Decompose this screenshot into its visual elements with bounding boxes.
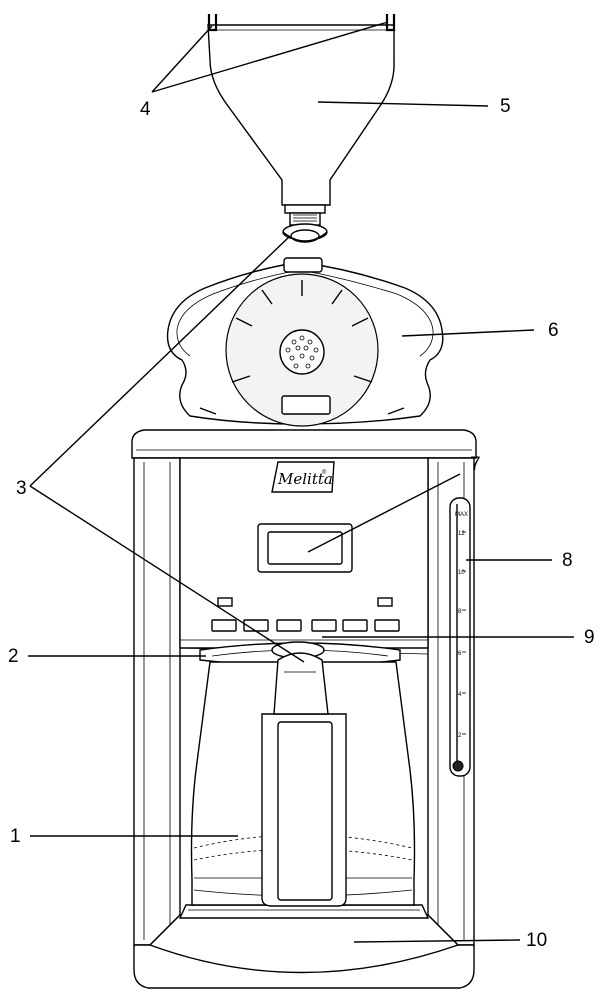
scale-10: 10	[458, 570, 465, 576]
callout-1: 1	[10, 826, 21, 847]
callout-leaders	[28, 21, 574, 943]
brand-logo-text: Melitta	[277, 470, 333, 488]
scale-12: 12	[458, 531, 465, 537]
leader-3b	[29, 485, 305, 663]
leader-4a	[151, 25, 213, 93]
callout-labels: 4 5 6 3 7 8 9 2 1 10	[8, 96, 595, 951]
indicator-light-left	[217, 597, 233, 607]
control-buttons	[211, 619, 400, 632]
callout-10: 10	[526, 930, 547, 951]
indicator-light-right	[377, 597, 393, 607]
leader-6	[401, 329, 535, 337]
coffee-maker-housing: Melitta ®	[131, 429, 477, 989]
callout-3: 3	[16, 478, 27, 499]
glass-carafe	[190, 641, 416, 907]
callout-9: 9	[584, 627, 595, 648]
scale-4: 4	[458, 692, 462, 698]
drip-stop-valve	[282, 223, 328, 243]
scale-2: 2	[458, 733, 462, 739]
scale-8: 8	[458, 609, 462, 615]
scale-6: 6	[458, 651, 462, 657]
callout-4: 4	[140, 99, 151, 120]
leader-3a	[29, 235, 291, 487]
callout-5: 5	[500, 96, 511, 117]
callout-7: 7	[470, 454, 481, 475]
swing-out-lid	[166, 257, 444, 427]
scale-max: MAX	[455, 512, 468, 518]
warming-plate	[178, 904, 430, 919]
leader-7	[307, 473, 461, 553]
leader-10	[353, 939, 521, 943]
callout-2: 2	[8, 646, 19, 667]
callout-6: 6	[548, 320, 559, 341]
brand-logo-mark: ®	[322, 469, 327, 476]
callout-8: 8	[562, 550, 573, 571]
leader-5	[317, 101, 489, 107]
filter-holder	[207, 14, 396, 226]
filter-hook-left	[207, 14, 218, 32]
display-screen	[267, 531, 343, 565]
leader-4b	[151, 21, 389, 93]
